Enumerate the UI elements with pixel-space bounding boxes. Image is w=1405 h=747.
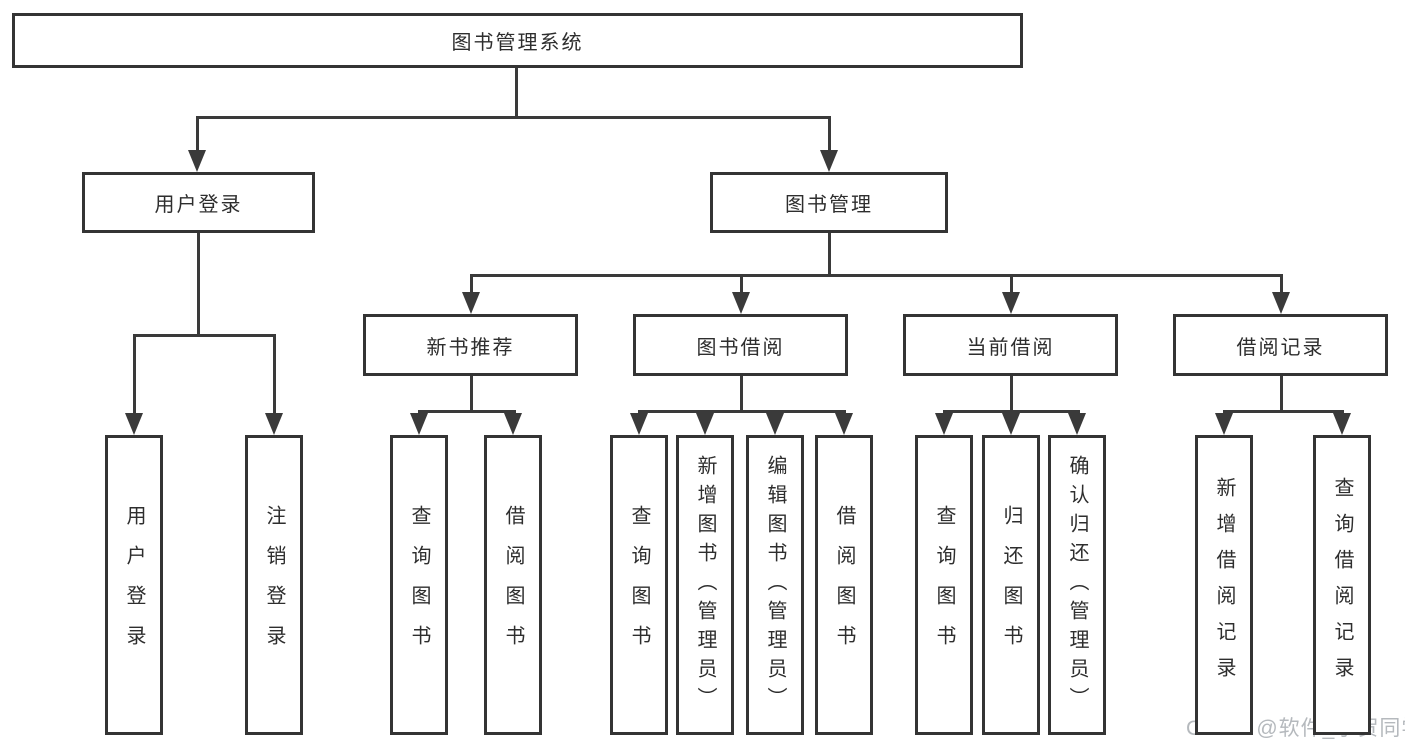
connector-line xyxy=(1010,274,1013,294)
leaf-user-login: 用户登录 xyxy=(105,435,163,735)
leaf-label: 借阅图书 xyxy=(833,505,855,665)
leaf-label: 查询图书 xyxy=(628,505,650,665)
leaf-label: 查询图书 xyxy=(408,505,430,665)
connector-line xyxy=(638,410,846,413)
arrow-down-icon xyxy=(935,413,953,435)
arrow-down-icon xyxy=(820,150,838,172)
arrow-down-icon xyxy=(1068,413,1086,435)
leaf-label: 新增图书（管理员） xyxy=(694,454,716,716)
leaf-label: 归还图书 xyxy=(1000,505,1022,665)
connector-line xyxy=(1280,376,1283,413)
arrow-down-icon xyxy=(265,413,283,435)
node-book-management: 图书管理 xyxy=(710,172,948,233)
leaf-label: 查询图书 xyxy=(933,505,955,665)
arrow-down-icon xyxy=(1215,413,1233,435)
connector-line xyxy=(1280,274,1283,294)
leaf-add-borrow-record: 新增借阅记录 xyxy=(1195,435,1253,735)
arrow-down-icon xyxy=(732,292,750,314)
arrow-down-icon xyxy=(1002,413,1020,435)
node-label: 图书管理系统 xyxy=(451,32,584,54)
connector-line xyxy=(828,116,831,152)
connector-line xyxy=(133,334,276,337)
arrow-down-icon xyxy=(410,413,428,435)
node-user-login: 用户登录 xyxy=(82,172,315,233)
leaf-logout-login: 注销登录 xyxy=(245,435,303,735)
connector-line xyxy=(740,376,743,413)
arrow-down-icon xyxy=(504,413,522,435)
leaf-borrow-books: 借阅图书 xyxy=(815,435,873,735)
leaf-confirm-return-admin: 确认归还（管理员） xyxy=(1048,435,1106,735)
arrow-down-icon xyxy=(125,413,143,435)
connector-line xyxy=(418,410,516,413)
leaf-borrow-books: 借阅图书 xyxy=(484,435,542,735)
node-label: 新书推荐 xyxy=(426,336,515,359)
leaf-label: 确认归还（管理员） xyxy=(1066,454,1088,716)
connector-line xyxy=(196,116,199,152)
leaf-query-books: 查询图书 xyxy=(915,435,973,735)
leaf-query-borrow-record: 查询借阅记录 xyxy=(1313,435,1371,735)
arrow-down-icon xyxy=(630,413,648,435)
arrow-down-icon xyxy=(1002,292,1020,314)
connector-line xyxy=(273,334,276,413)
node-label: 当前借阅 xyxy=(966,336,1055,359)
arrow-down-icon xyxy=(188,150,206,172)
leaf-label: 借阅图书 xyxy=(502,505,524,665)
node-borrowing-records: 借阅记录 xyxy=(1173,314,1388,376)
leaf-label: 编辑图书（管理员） xyxy=(764,454,786,716)
arrow-down-icon xyxy=(766,413,784,435)
arrow-down-icon xyxy=(835,413,853,435)
arrow-down-icon xyxy=(1272,292,1290,314)
connector-line xyxy=(470,274,1282,277)
connector-line xyxy=(196,116,831,119)
connector-line xyxy=(470,376,473,413)
connector-line xyxy=(740,274,743,294)
node-new-book-recommendation: 新书推荐 xyxy=(363,314,578,376)
node-current-borrowing: 当前借阅 xyxy=(903,314,1118,376)
leaf-label: 查询借阅记录 xyxy=(1331,477,1353,693)
connector-line xyxy=(943,410,1080,413)
connector-line xyxy=(470,274,473,294)
leaf-label: 用户登录 xyxy=(123,505,145,665)
arrow-down-icon xyxy=(1333,413,1351,435)
connector-line xyxy=(197,233,200,337)
leaf-query-books: 查询图书 xyxy=(390,435,448,735)
arrow-down-icon xyxy=(462,292,480,314)
connector-line xyxy=(133,334,136,413)
connector-line xyxy=(1010,376,1013,413)
node-label: 用户登录 xyxy=(154,194,243,216)
node-book-borrowing: 图书借阅 xyxy=(633,314,848,376)
leaf-label: 新增借阅记录 xyxy=(1213,477,1235,693)
leaf-query-books: 查询图书 xyxy=(610,435,668,735)
node-library-system: 图书管理系统 xyxy=(12,13,1023,68)
leaf-return-books: 归还图书 xyxy=(982,435,1040,735)
leaf-label: 注销登录 xyxy=(263,505,285,665)
arrow-down-icon xyxy=(696,413,714,435)
leaf-add-books-admin: 新增图书（管理员） xyxy=(676,435,734,735)
connector-line xyxy=(515,68,518,119)
leaf-edit-books-admin: 编辑图书（管理员） xyxy=(746,435,804,735)
node-label: 图书管理 xyxy=(785,194,873,216)
connector-line xyxy=(828,233,831,277)
node-label: 借阅记录 xyxy=(1236,336,1325,359)
node-label: 图书借阅 xyxy=(696,336,785,359)
connector-line xyxy=(1223,410,1344,413)
